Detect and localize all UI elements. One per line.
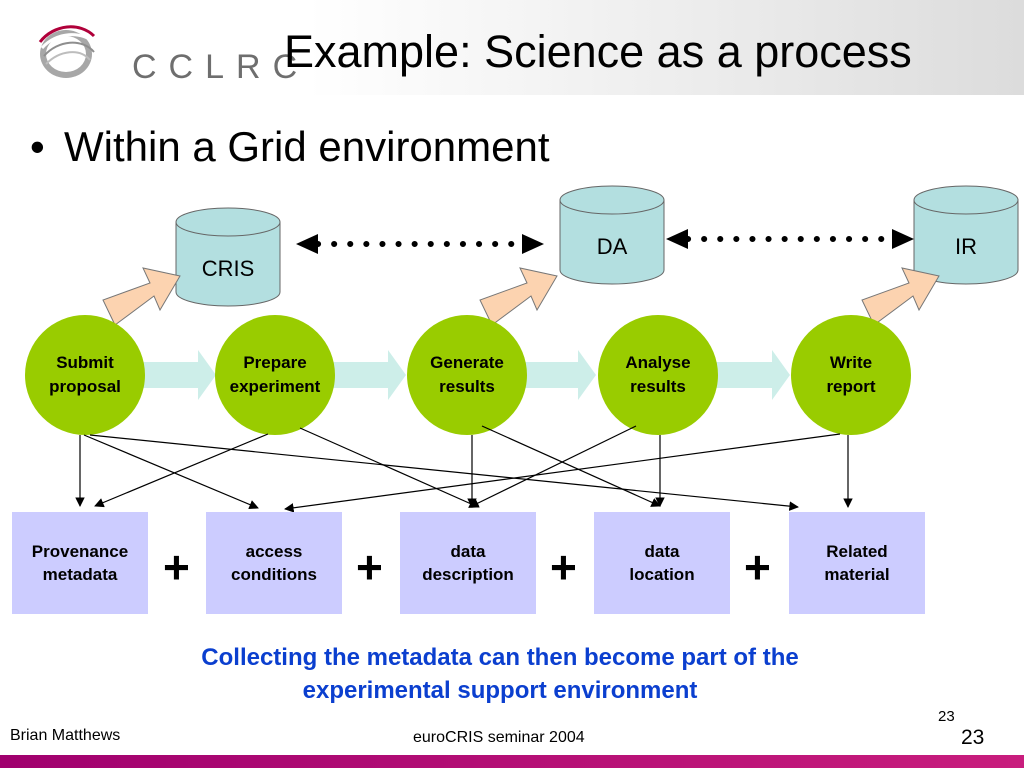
dotted-links	[296, 229, 914, 254]
swirl-logo-icon	[38, 25, 98, 78]
flow-arrow-3	[522, 350, 596, 400]
metadata-box-description: data description	[400, 512, 536, 614]
cclrc-logo: CCLRC	[32, 14, 297, 86]
metadata-box-access: access conditions	[206, 512, 342, 614]
bullet-marker: •	[30, 123, 45, 170]
step-circle-write	[791, 315, 911, 435]
plus-sign-3: +	[550, 541, 577, 593]
step-circles	[25, 315, 911, 435]
footer-event: euroCRIS seminar 2004	[413, 729, 585, 746]
footer-stripe	[0, 755, 1024, 768]
push-arrows	[102, 267, 940, 326]
plus-sign-2: +	[356, 541, 383, 593]
step-label-generate: Generate results	[430, 353, 504, 396]
page-number-small: 23	[938, 708, 955, 725]
connector-arrows	[75, 425, 853, 513]
step-label-analyse: Analyse results	[625, 353, 691, 396]
bullet-text: Within a Grid environment	[64, 123, 550, 170]
flow-arrow-2	[330, 350, 406, 400]
flow-arrows	[140, 350, 790, 400]
step-label-write: Write report	[826, 353, 876, 396]
push-arrow-da	[479, 267, 558, 326]
push-arrow-cris	[102, 267, 181, 326]
metadata-box-location: data location	[594, 512, 730, 614]
repo-label-cris: CRIS	[201, 256, 255, 281]
plus-sign-4: +	[744, 541, 771, 593]
step-circle-generate	[407, 315, 527, 435]
slide-title: Example: Science as a process	[284, 26, 912, 77]
step-label-submit: Submit proposal	[49, 353, 121, 396]
repo-label-da: DA	[596, 234, 628, 259]
step-label-prepare: Prepare experiment	[229, 353, 321, 396]
step-circle-prepare	[215, 315, 335, 435]
caption-text: Collecting the metadata can then become …	[201, 644, 799, 704]
logo-text: CCLRC	[132, 48, 310, 86]
step-circle-analyse	[598, 315, 718, 435]
flow-arrow-1	[140, 350, 216, 400]
metadata-box-provenance: Provenance metadata	[12, 512, 148, 614]
plus-sign-1: +	[163, 541, 190, 593]
repo-label-ir: IR	[955, 234, 977, 259]
push-arrow-ir	[861, 267, 940, 326]
bullet-point: • Within a Grid environment	[30, 123, 550, 171]
metadata-box-related: Related material	[789, 512, 925, 614]
page-number: 23	[961, 726, 985, 749]
header-band	[0, 0, 1024, 95]
footer-author: Brian Matthews	[10, 727, 121, 744]
flow-arrow-4	[716, 350, 790, 400]
repository-cris	[175, 207, 281, 307]
repository-da	[559, 185, 665, 285]
step-circle-submit	[25, 315, 145, 435]
